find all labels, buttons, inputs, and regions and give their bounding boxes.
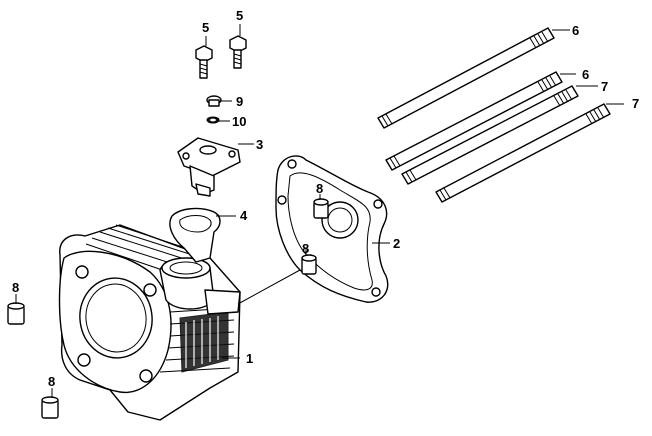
callout-7-upper: 7 [601, 79, 608, 94]
callout-5-right: 5 [236, 8, 243, 23]
o-ring-10-part [206, 116, 220, 124]
callout-6-top: 6 [572, 23, 579, 38]
callout-labels: 1 2 3 4 5 5 6 6 7 7 8 8 8 8 9 10 [12, 8, 639, 389]
callout-8-gasket: 8 [316, 181, 323, 196]
callout-7-lower: 7 [632, 96, 639, 111]
callout-8-bottom: 8 [48, 374, 55, 389]
callout-6-lower: 6 [582, 67, 589, 82]
bolt-5-left-part [195, 45, 213, 79]
tensioner-gasket-part [169, 207, 221, 263]
leader-lines [15, 24, 624, 398]
stud-7-upper-part [401, 85, 579, 185]
dowel-pin-8-left-part [7, 302, 25, 325]
callout-3: 3 [256, 137, 263, 152]
dowel-pin-8-gasket-part [313, 198, 329, 219]
dowel-pin-8-bottom-part [41, 396, 59, 419]
callout-5-left: 5 [202, 20, 209, 35]
cylinder-block-part [58, 224, 241, 421]
callout-10: 10 [232, 114, 246, 129]
callout-2: 2 [393, 236, 400, 251]
stud-6-lower-part [385, 71, 563, 171]
callout-8-left: 8 [12, 280, 19, 295]
stud-7-lower-part [435, 103, 611, 203]
dowel-pin-8-center-part [301, 254, 317, 275]
stud-6-top-part [377, 27, 555, 129]
bolt-5-right-part [229, 35, 247, 69]
callout-9: 9 [236, 94, 243, 109]
callout-1: 1 [246, 351, 253, 366]
cylinder-gasket-part [275, 155, 389, 303]
plug-9-part [206, 95, 222, 107]
callout-8-center: 8 [302, 241, 309, 256]
chain-tensioner-part [177, 137, 241, 197]
callout-4: 4 [240, 208, 248, 223]
